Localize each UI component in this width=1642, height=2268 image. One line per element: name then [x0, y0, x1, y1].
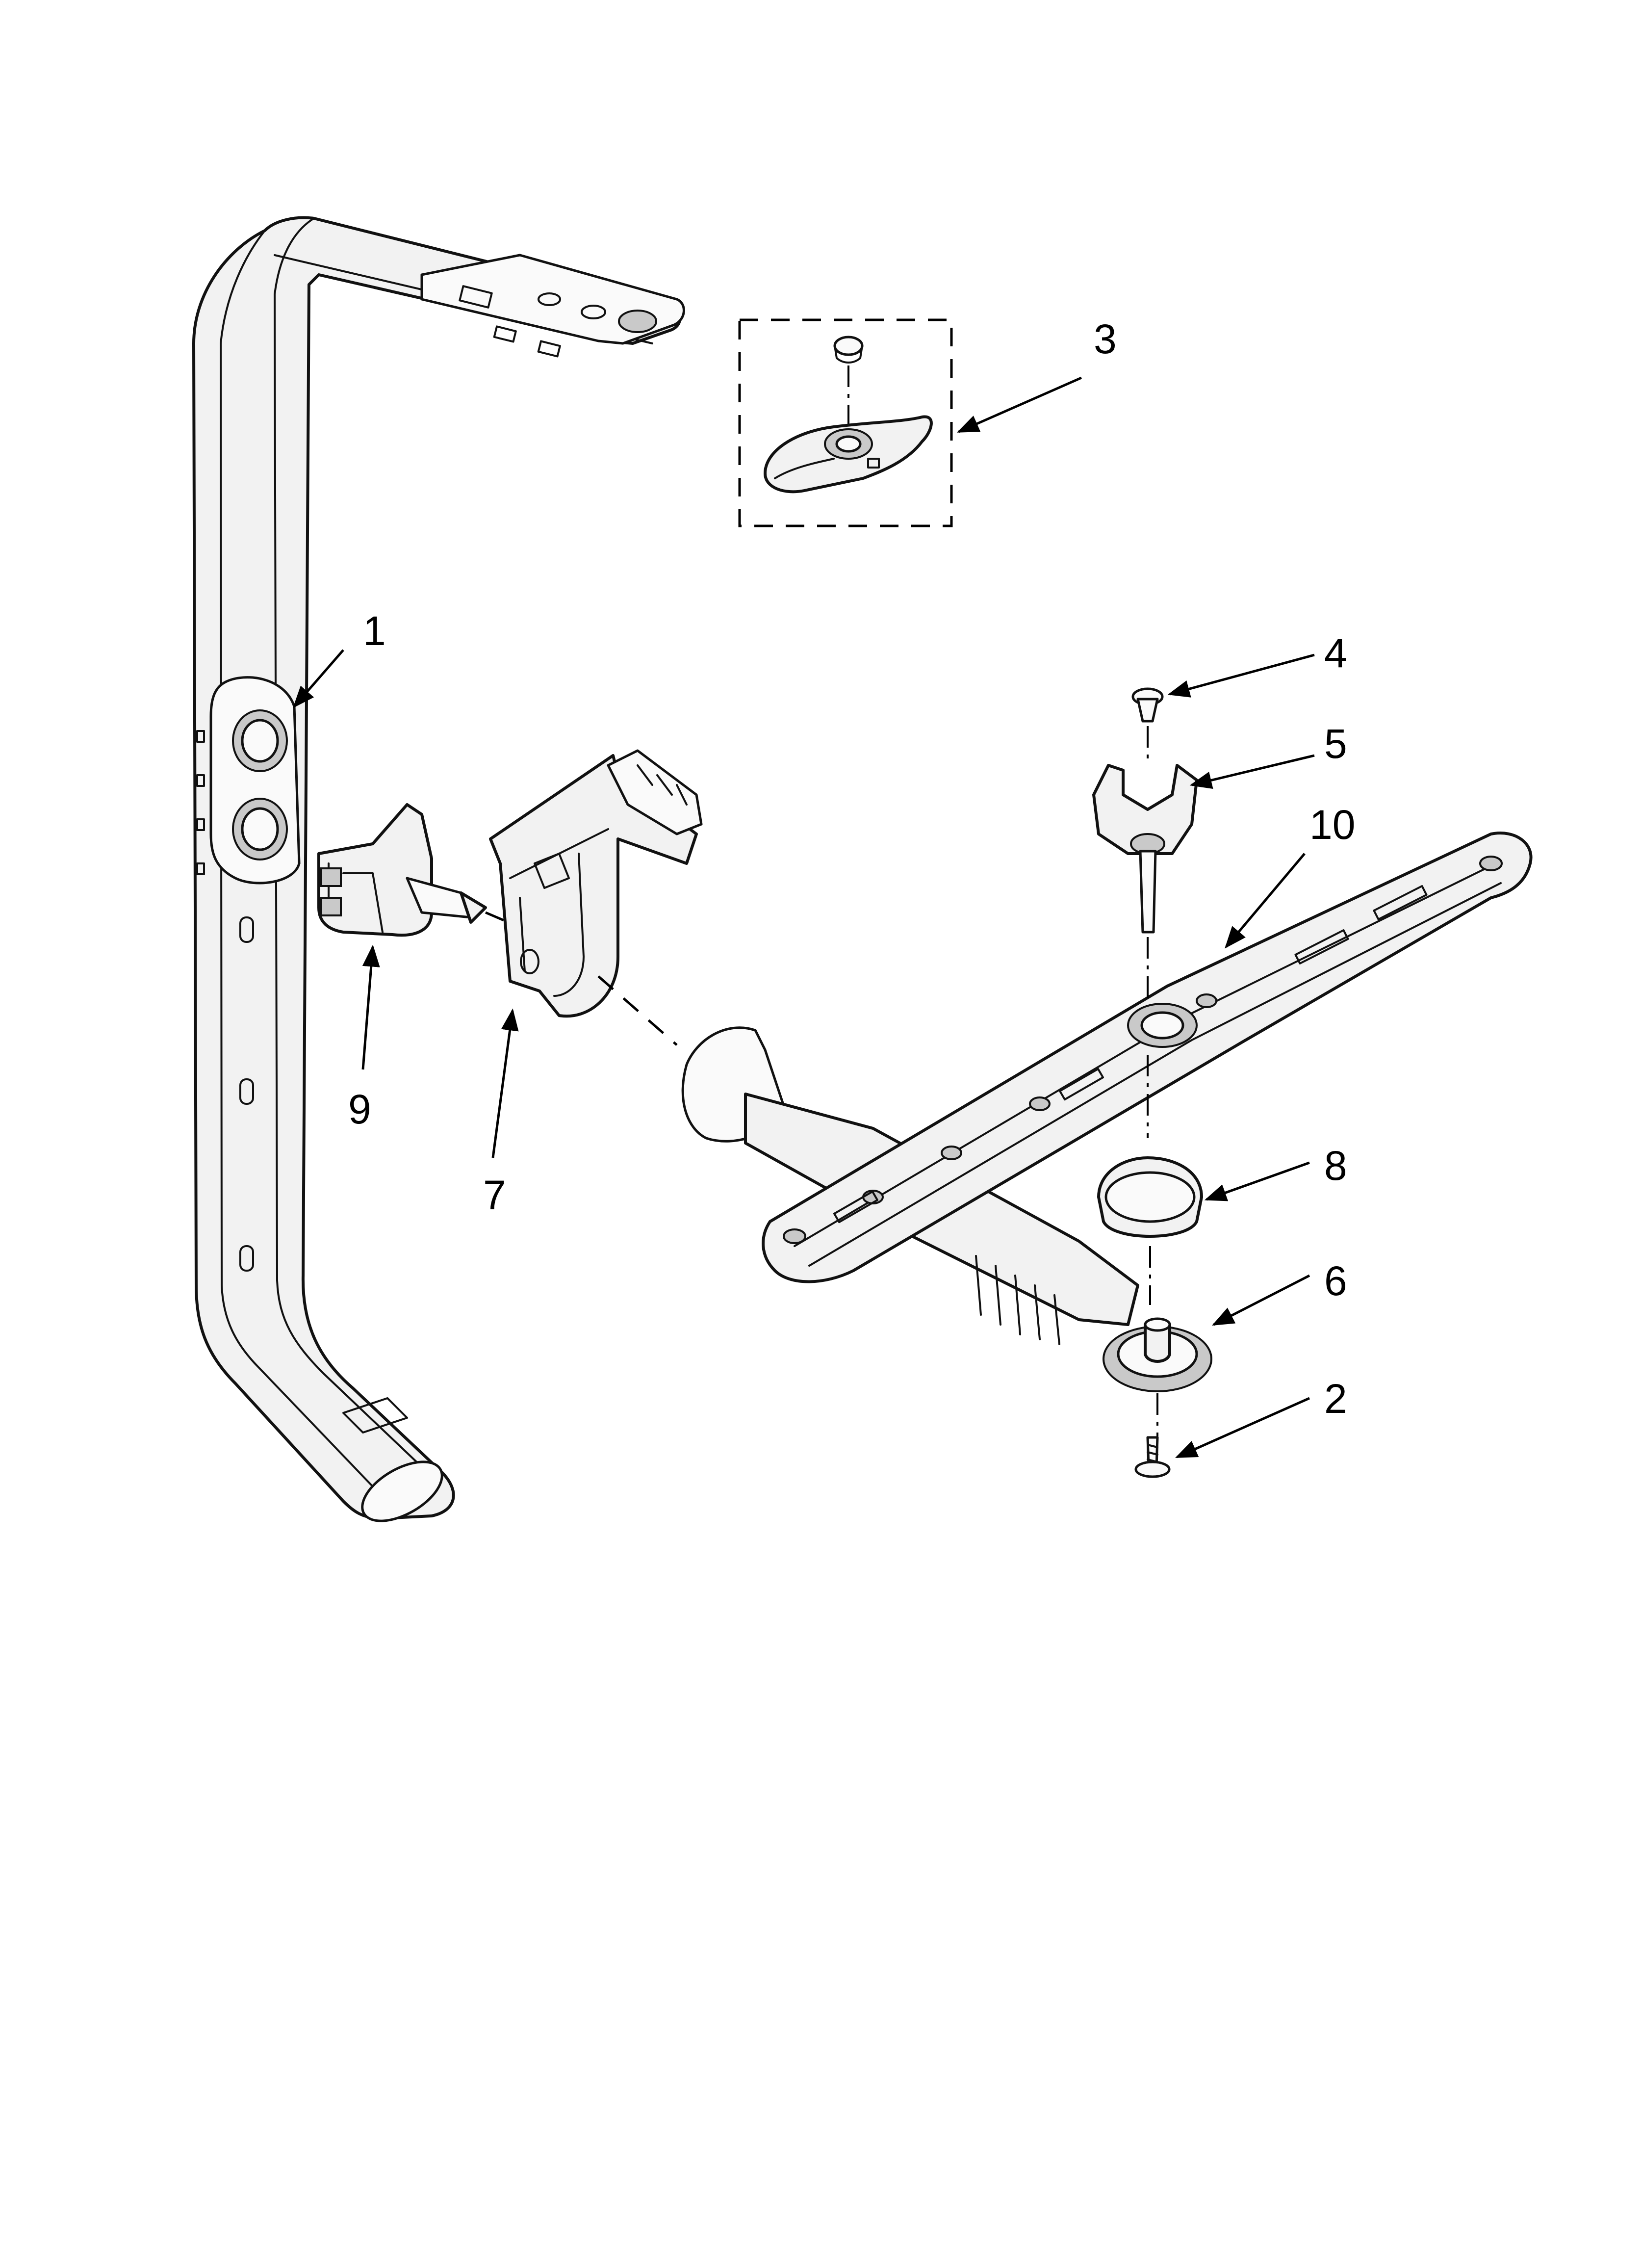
leader-7 [491, 1008, 519, 1158]
leader-1 [293, 649, 344, 708]
callout-2: 2 [1324, 1376, 1347, 1422]
leader-3 [956, 376, 1082, 433]
callout-9: 9 [348, 1086, 371, 1132]
part-10-spray-arm [681, 832, 1533, 1345]
callout-1: 1 [363, 608, 386, 654]
callout-8: 8 [1324, 1143, 1347, 1189]
callout-6: 6 [1324, 1258, 1347, 1304]
part-9-assembly [317, 803, 520, 937]
part-8-seal [1097, 1055, 1203, 1305]
leader-4 [1167, 653, 1315, 698]
callout-10: 10 [1309, 802, 1355, 848]
callout-7: 7 [483, 1172, 506, 1218]
callout-5: 5 [1324, 721, 1347, 767]
part-2-screw [1134, 1436, 1171, 1478]
leader-5 [1189, 754, 1315, 789]
part-5-retainer [1092, 726, 1198, 1001]
callout-4: 4 [1324, 630, 1347, 676]
part-7-bracket [489, 749, 703, 1046]
callout-3: 3 [1094, 316, 1117, 362]
kit-dashed-box [738, 318, 953, 527]
leader-8 [1204, 1161, 1310, 1201]
part-4-screw [1131, 687, 1164, 723]
leader-9 [361, 944, 380, 1070]
part-3-clip-group [738, 318, 953, 527]
leader-6 [1211, 1274, 1310, 1326]
supply-tube-part [192, 216, 685, 1522]
leader-10 [1225, 853, 1306, 949]
leader-2 [1175, 1397, 1310, 1459]
part-6-bearing [1103, 1317, 1212, 1437]
